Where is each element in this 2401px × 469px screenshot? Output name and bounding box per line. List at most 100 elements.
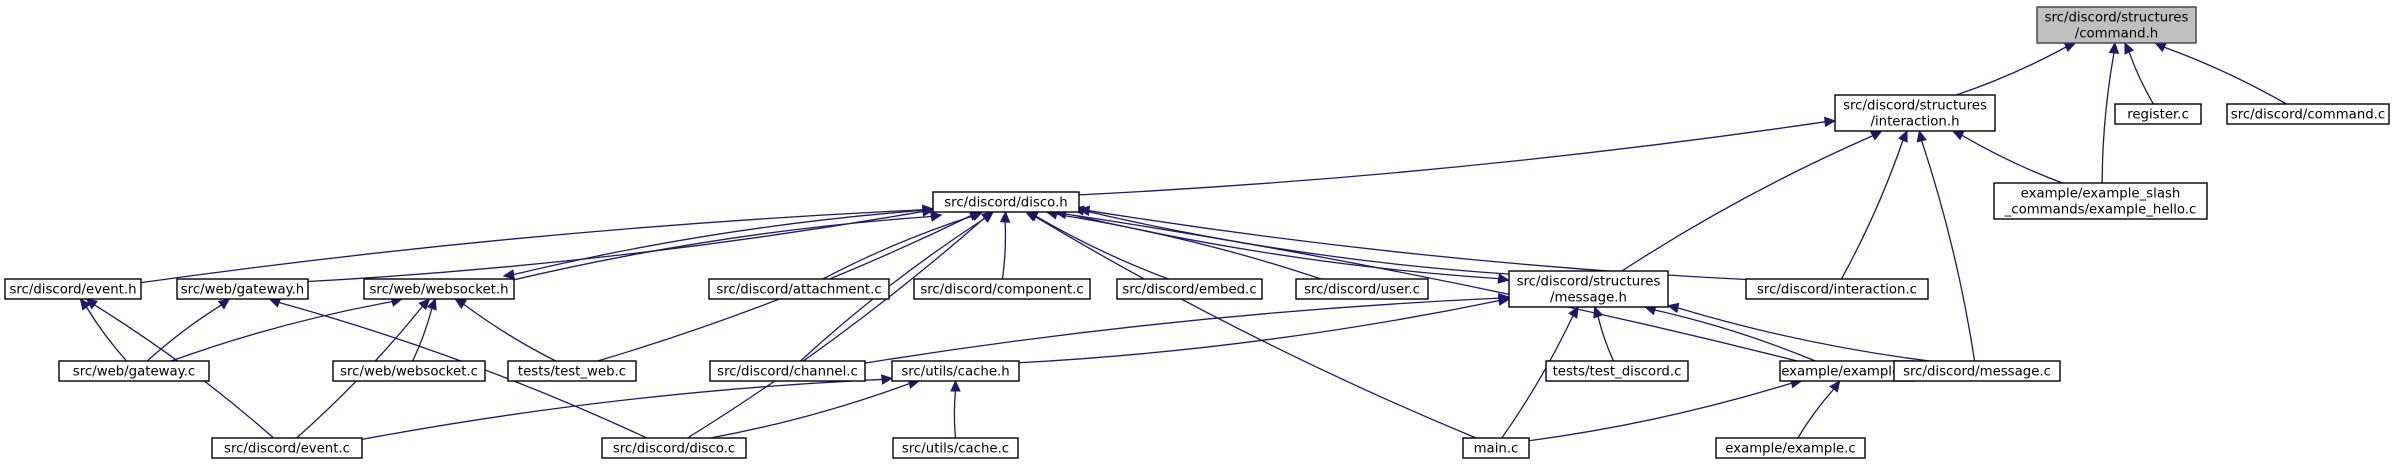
node-message-h[interactable]: src/discord/structures/message.h [1508, 270, 1669, 308]
node-box [332, 360, 486, 382]
node-message-c[interactable]: src/discord/message.c [1893, 360, 2061, 382]
edge-disco-h-to-websocket-h [502, 208, 941, 280]
edge-line [2128, 51, 2154, 105]
node-user-c[interactable]: src/discord/user.c [1295, 278, 1429, 300]
edge-websocket-h-to-disco-h [504, 211, 943, 283]
node-label: src/discord/embed.c [1122, 283, 1256, 298]
node-websocket-h[interactable]: src/web/websocket.h [363, 278, 515, 300]
edge-line [1072, 214, 1499, 280]
node-box [1834, 94, 1996, 132]
node-box [58, 360, 210, 382]
node-box [1116, 278, 1263, 300]
edge-line [1528, 382, 1792, 442]
node-example-h[interactable]: example/example.h [1779, 360, 1915, 382]
node-box [601, 437, 747, 459]
edge-arrowhead [950, 379, 961, 392]
edge-main-c-to-disco-h [1024, 211, 1477, 439]
edge-websocket-c-to-websocket-h [412, 297, 437, 362]
edge-main-c-to-message-h [1501, 305, 1579, 439]
edge-disco-h-to-interaction-h [1078, 116, 1837, 196]
edge-line [799, 217, 986, 362]
node-disco-h[interactable]: src/discord/disco.h [932, 191, 1080, 213]
edge-interaction-c-to-disco-h [1077, 205, 1747, 281]
node-disco-c[interactable]: src/discord/disco.c [601, 437, 747, 459]
node-label: src/utils/cache.h [901, 365, 1009, 380]
edge-line [1501, 315, 1574, 439]
edge-line [1018, 299, 1500, 364]
edge-test-discord-c-to-message-h [1593, 305, 1615, 362]
edge-arrowhead [1497, 273, 1510, 284]
edge-example-hello-c-to-command-h [2101, 41, 2120, 184]
edge-arrowhead [85, 298, 99, 310]
edge-line [1654, 309, 1816, 362]
edge-example-c-to-example-h [1797, 380, 1841, 439]
node-cache-h[interactable]: src/utils/cache.h [891, 360, 1020, 382]
edge-arrowhead [418, 298, 431, 311]
edge-example-h-to-message-h [1644, 305, 1816, 362]
edge-arrowhead [999, 210, 1011, 223]
node-label: src/discord/command.c [2231, 108, 2385, 123]
node-embed-c[interactable]: src/discord/embed.c [1116, 278, 1263, 300]
edge-arrowhead [930, 211, 943, 222]
node-box [1508, 270, 1669, 308]
node-label: src/discord/structures [1843, 99, 1987, 114]
edge-arrowhead [880, 374, 894, 385]
node-label: src/utils/cache.c [902, 442, 1009, 457]
node-cache-c[interactable]: src/utils/cache.c [892, 437, 1019, 459]
node-example-c[interactable]: example/example.c [1715, 437, 1866, 459]
edge-line [1034, 215, 1477, 439]
edge-disco-c-to-disco-h [687, 211, 994, 439]
edge-arrowhead [1666, 302, 1680, 314]
edge-arrowhead [1593, 305, 1604, 319]
edge-arrowhead [1869, 130, 1883, 141]
node-box [1545, 360, 1689, 382]
node-event-h[interactable]: src/discord/event.h [4, 278, 142, 300]
node-label: src/discord/component.c [920, 283, 1083, 298]
edge-line [463, 303, 557, 362]
edge-arrowhead [1951, 130, 1965, 141]
edge-test-web-c-to-websocket-h [454, 298, 557, 362]
node-label: /interaction.h [1870, 115, 1959, 130]
edge-arrowhead [2063, 42, 2077, 53]
node-label: src/discord/event.h [9, 283, 136, 298]
edge-line [1001, 221, 1007, 280]
node-gateway-c[interactable]: src/web/gateway.c [58, 360, 210, 382]
node-interaction-h[interactable]: src/discord/structures/interaction.h [1834, 94, 1996, 132]
node-label: register.c [2127, 108, 2189, 123]
node-example-hello-c[interactable]: example/example_slash_commands/example_h… [1993, 182, 2208, 220]
edge-interaction-c-to-interaction-h [1840, 129, 1908, 280]
edge-arrowhead [79, 298, 91, 311]
node-label: src/web/websocket.c [340, 365, 478, 380]
node-label: src/discord/interaction.c [1757, 283, 1917, 298]
node-channel-c[interactable]: src/discord/channel.c [709, 360, 866, 382]
node-event-c[interactable]: src/discord/event.c [211, 437, 363, 459]
node-command-h[interactable]: src/discord/structures/command.h [2036, 6, 2197, 44]
node-websocket-c[interactable]: src/web/websocket.c [332, 360, 486, 382]
node-box [1295, 278, 1429, 300]
node-attachment-c[interactable]: src/discord/attachment.c [708, 278, 890, 300]
node-register-c[interactable]: register.c [2114, 103, 2202, 125]
node-command-c[interactable]: src/discord/command.c [2226, 103, 2390, 125]
edge-gateway-c-to-event-h [79, 298, 128, 362]
edge-line [504, 215, 932, 283]
node-label: src/discord/attachment.c [716, 283, 881, 298]
edge-line [1956, 46, 2067, 96]
edge-line [1065, 213, 1798, 362]
node-component-c[interactable]: src/discord/component.c [913, 278, 1091, 300]
node-box [1462, 437, 1530, 459]
node-test-web-c[interactable]: tests/test_web.c [507, 360, 637, 382]
node-test-discord-c[interactable]: tests/test_discord.c [1545, 360, 1689, 382]
edge-message-c-to-interaction-h [1916, 129, 1976, 362]
edge-line [1921, 140, 1976, 362]
node-box [709, 360, 866, 382]
node-interaction-c[interactable]: src/discord/interaction.c [1745, 278, 1929, 300]
edge-interaction-h-to-command-h [1956, 42, 2077, 96]
edge-line [2101, 52, 2115, 184]
node-label: src/discord/structures [2045, 11, 2189, 26]
edge-gateway-h-to-disco-h [307, 206, 935, 283]
node-gateway-h[interactable]: src/web/gateway.h [176, 278, 309, 300]
node-label: src/discord/structures [1517, 275, 1661, 290]
edge-gateway-c-to-gateway-h [146, 298, 231, 362]
node-main-c[interactable]: main.c [1462, 437, 1530, 459]
node-label: src/discord/user.c [1304, 283, 1420, 298]
